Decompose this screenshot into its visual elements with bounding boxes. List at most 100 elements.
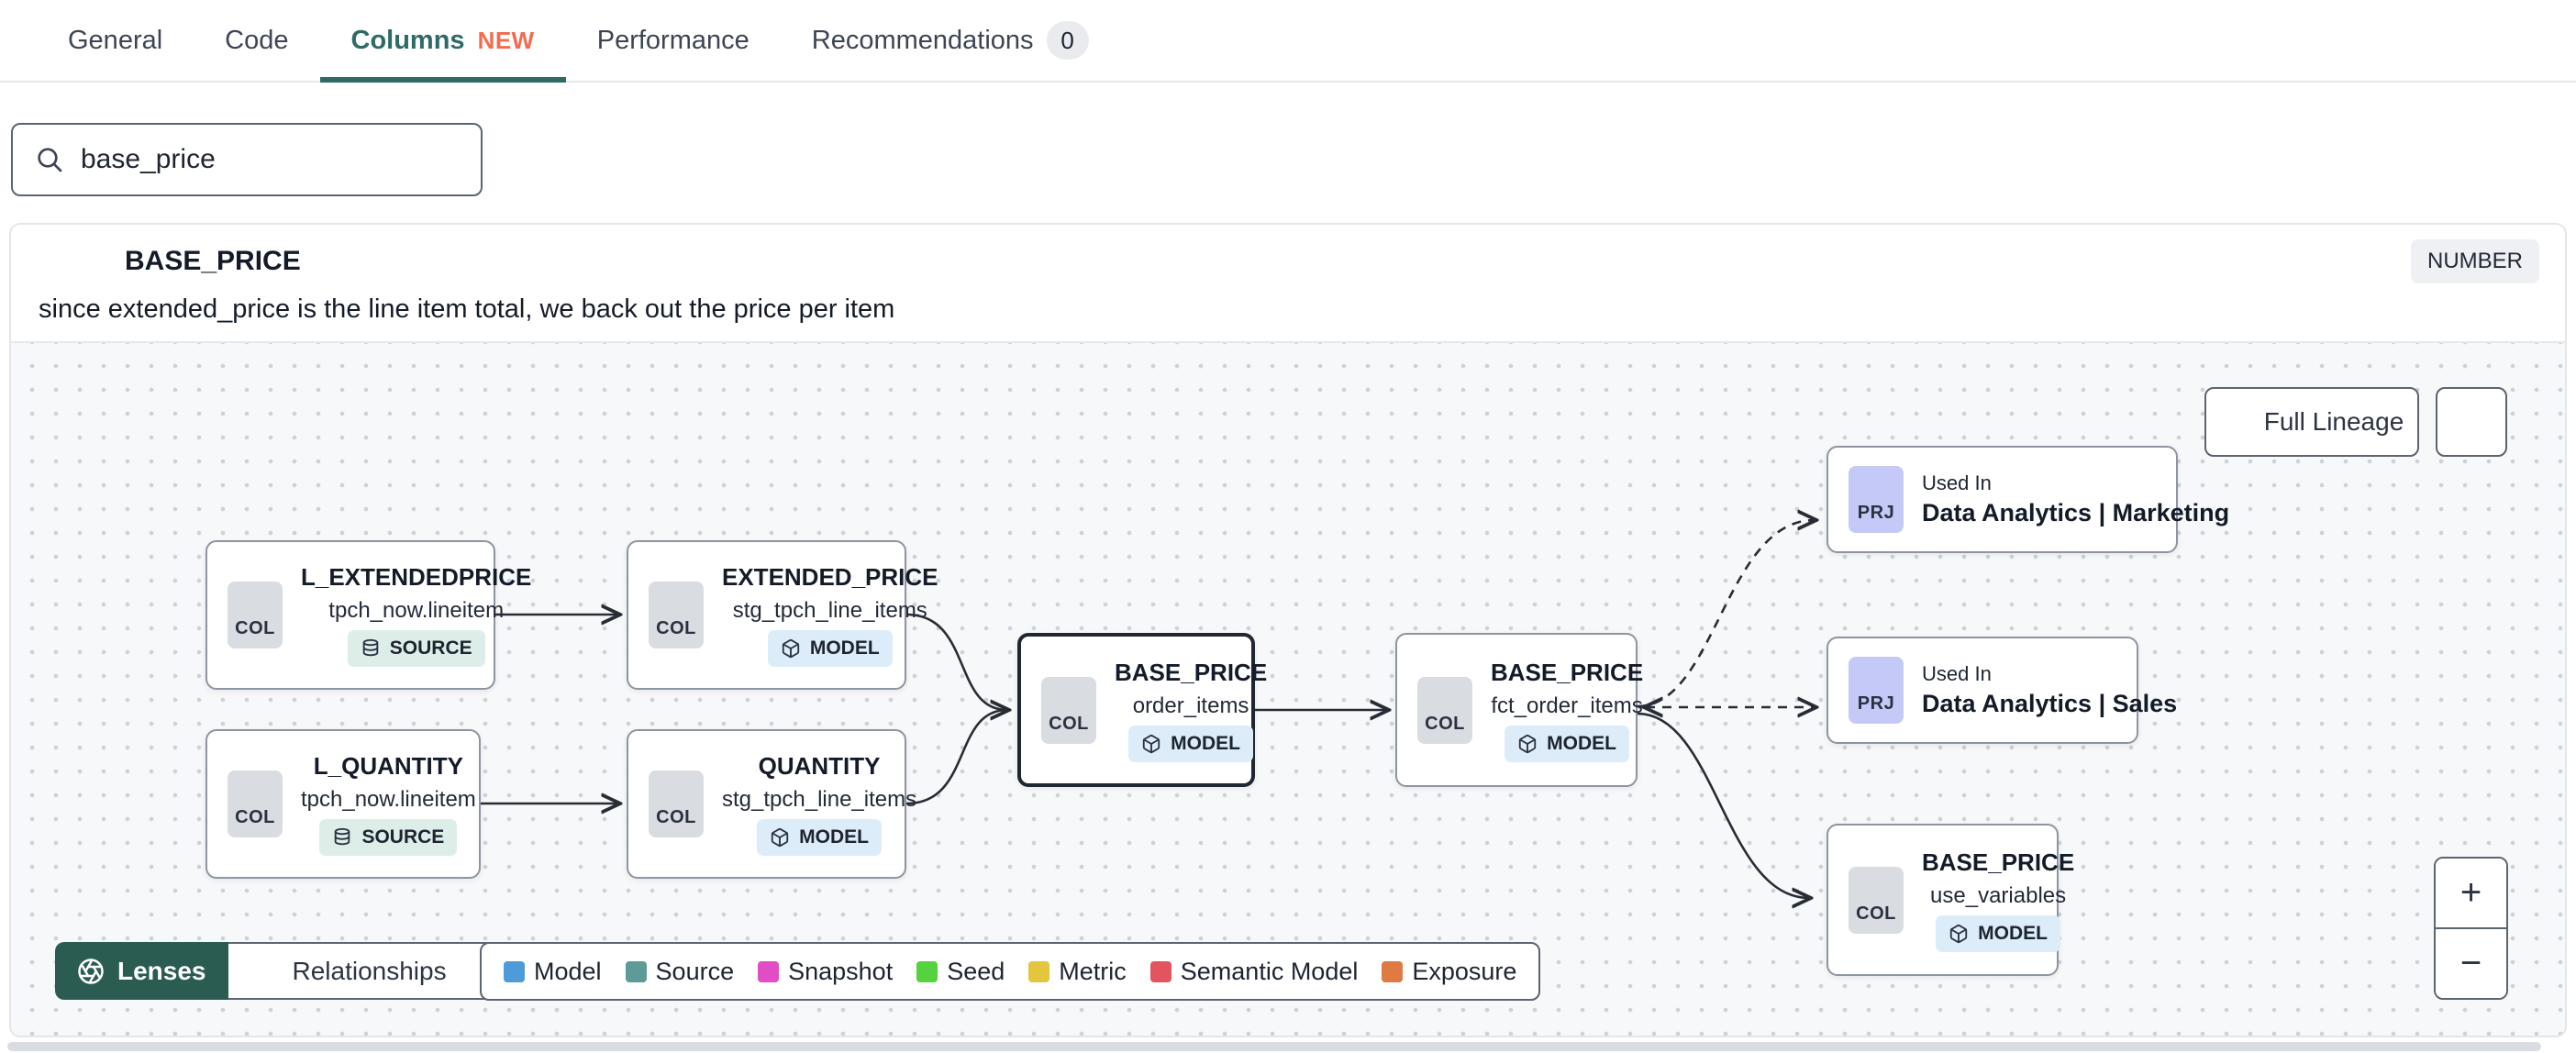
legend-chip xyxy=(625,960,647,982)
model-badge: MODEL xyxy=(1128,725,1253,762)
lineage-node-used-in-marketing[interactable]: PRJ Used In Data Analytics | Marketing xyxy=(1827,446,2229,553)
model-badge: MODEL xyxy=(767,630,893,667)
node-title: BASE_PRICE xyxy=(1491,658,1644,686)
database-icon xyxy=(362,638,379,657)
refresh-icon xyxy=(2456,406,2487,438)
legend-item-seed: Seed xyxy=(916,958,1005,986)
source-badge: SOURCE xyxy=(347,630,485,667)
project-stack-icon xyxy=(1864,666,1888,690)
node-title: L_QUANTITY xyxy=(313,752,463,780)
column-kind-badge: COL xyxy=(1849,866,1904,934)
node-subtitle: use_variables xyxy=(1930,882,2067,908)
legend-chip xyxy=(916,960,938,982)
legend-item-snapshot: Snapshot xyxy=(758,958,893,986)
zoom-in-button[interactable]: + xyxy=(2436,859,2506,929)
node-type-legend: Model Source Snapshot Seed Metric Semant… xyxy=(480,942,1541,1001)
lineage-node-used-in-sales[interactable]: PRJ Used In Data Analytics | Sales xyxy=(1827,637,2177,744)
node-title: Data Analytics | Sales xyxy=(1922,690,2178,717)
column-kind-badge: COL xyxy=(1041,676,1096,744)
columns-icon xyxy=(243,780,267,804)
tab-performance[interactable]: Performance xyxy=(596,25,749,55)
columns-icon xyxy=(243,591,267,615)
refresh-button[interactable] xyxy=(2436,387,2507,457)
full-lineage-button[interactable]: Full Lineage xyxy=(2204,387,2419,457)
legend-item-metric: Metric xyxy=(1028,958,1127,986)
cube-icon xyxy=(782,638,799,659)
lineage-node-extended-price[interactable]: COL EXTENDED_PRICE stg_tpch_line_items M… xyxy=(627,540,938,690)
project-kind-badge: PRJ xyxy=(1849,657,1904,724)
search-box[interactable] xyxy=(11,123,483,196)
node-title: L_EXTENDEDPRICE xyxy=(301,563,532,591)
legend-item-exposure: Exposure xyxy=(1382,958,1516,986)
lineage-node-quantity[interactable]: COL QUANTITY stg_tpch_line_items MODEL xyxy=(627,729,916,879)
expand-icon xyxy=(2220,407,2249,437)
zoom-out-button[interactable]: − xyxy=(2436,929,2506,998)
project-kind-badge: PRJ xyxy=(1849,466,1904,533)
aperture-icon xyxy=(78,958,104,984)
legend-chip xyxy=(758,960,780,982)
tab-general[interactable]: General xyxy=(68,25,163,55)
lineage-node-base-price-fct-order-items[interactable]: COL BASE_PRICE fct_order_items MODEL xyxy=(1395,633,1643,787)
zoom-controls: + − xyxy=(2434,857,2508,1000)
column-kind-badge: COL xyxy=(649,770,704,837)
tab-columns[interactable]: Columns NEW xyxy=(319,0,566,83)
lineage-node-l-quantity[interactable]: COL L_QUANTITY tpch_now.lineitem SOURCE xyxy=(205,729,481,879)
lenses-button[interactable]: Lenses xyxy=(55,942,228,1000)
search-row xyxy=(0,83,2576,223)
lineage-node-base-price-use-variables[interactable]: COL BASE_PRICE use_variables MODEL xyxy=(1827,824,2074,976)
tab-recommendations[interactable]: Recommendations 0 xyxy=(781,0,1120,81)
lens-controls: Lenses Relationships xyxy=(55,942,507,1000)
horizontal-scrollbar[interactable] xyxy=(7,1042,2541,1051)
cube-icon xyxy=(1518,734,1537,753)
database-icon xyxy=(335,827,350,846)
legend-chip xyxy=(1382,960,1404,982)
new-badge: NEW xyxy=(477,26,535,54)
tab-bar: General Code Columns NEW Performance Rec… xyxy=(0,0,2576,83)
project-stack-icon xyxy=(1864,475,1888,499)
search-icon xyxy=(38,148,62,172)
legend-item-model: Model xyxy=(504,958,602,986)
legend-item-semantic-model: Semantic Model xyxy=(1149,958,1358,986)
node-subtitle: stg_tpch_line_items xyxy=(722,787,917,812)
cube-icon xyxy=(1142,734,1160,753)
node-subtitle: order_items xyxy=(1132,693,1249,718)
cube-icon xyxy=(771,827,789,848)
node-subtitle: fct_order_items xyxy=(1491,693,1643,718)
model-badge: MODEL xyxy=(1936,914,2060,952)
recommendations-count-badge: 0 xyxy=(1046,21,1089,60)
legend-chip xyxy=(504,960,525,982)
node-title: QUANTITY xyxy=(758,752,881,780)
node-title: BASE_PRICE xyxy=(1922,848,2075,876)
tab-code[interactable]: Code xyxy=(225,25,289,55)
node-title: BASE_PRICE xyxy=(1115,658,1268,686)
relationships-dropdown[interactable]: Relationships xyxy=(228,942,507,1000)
legend-chip xyxy=(1028,960,1050,982)
model-badge: MODEL xyxy=(1505,725,1629,762)
column-kind-badge: COL xyxy=(1417,676,1472,744)
lineage-canvas[interactable]: COL L_EXTENDEDPRICE tpch_now.lineitem SO… xyxy=(11,341,2565,1037)
used-in-label: Used In xyxy=(1922,662,1992,685)
lineage-node-base-price-order-items[interactable]: COL BASE_PRICE order_items MODEL xyxy=(1017,633,1267,787)
column-kind-badge: COL xyxy=(228,582,283,648)
column-name: BASE_PRICE xyxy=(125,246,301,276)
columns-icon xyxy=(664,591,688,615)
columns-icon xyxy=(1864,876,1888,900)
collapse-chevron-icon[interactable] xyxy=(70,249,94,273)
column-header: BASE_PRICE NUMBER xyxy=(11,225,2565,289)
lineage-node-l-extendedprice[interactable]: COL L_EXTENDEDPRICE tpch_now.lineitem SO… xyxy=(205,540,531,690)
model-badge: MODEL xyxy=(757,819,882,856)
relationships-graph-icon xyxy=(250,958,278,985)
node-subtitle: tpch_now.lineitem xyxy=(328,598,505,623)
used-in-label: Used In xyxy=(1922,471,1992,494)
node-title: EXTENDED_PRICE xyxy=(722,563,938,591)
columns-icon xyxy=(1057,686,1081,710)
node-subtitle: stg_tpch_line_items xyxy=(732,598,927,623)
column-panel: BASE_PRICE NUMBER since extended_price i… xyxy=(9,223,2567,1037)
columns-icon xyxy=(664,780,688,804)
lineage-edges xyxy=(481,343,2565,1037)
column-search-input[interactable] xyxy=(81,144,459,175)
node-title: Data Analytics | Marketing xyxy=(1922,499,2230,526)
column-type-badge: NUMBER xyxy=(2410,239,2539,283)
legend-item-source: Source xyxy=(625,958,734,986)
